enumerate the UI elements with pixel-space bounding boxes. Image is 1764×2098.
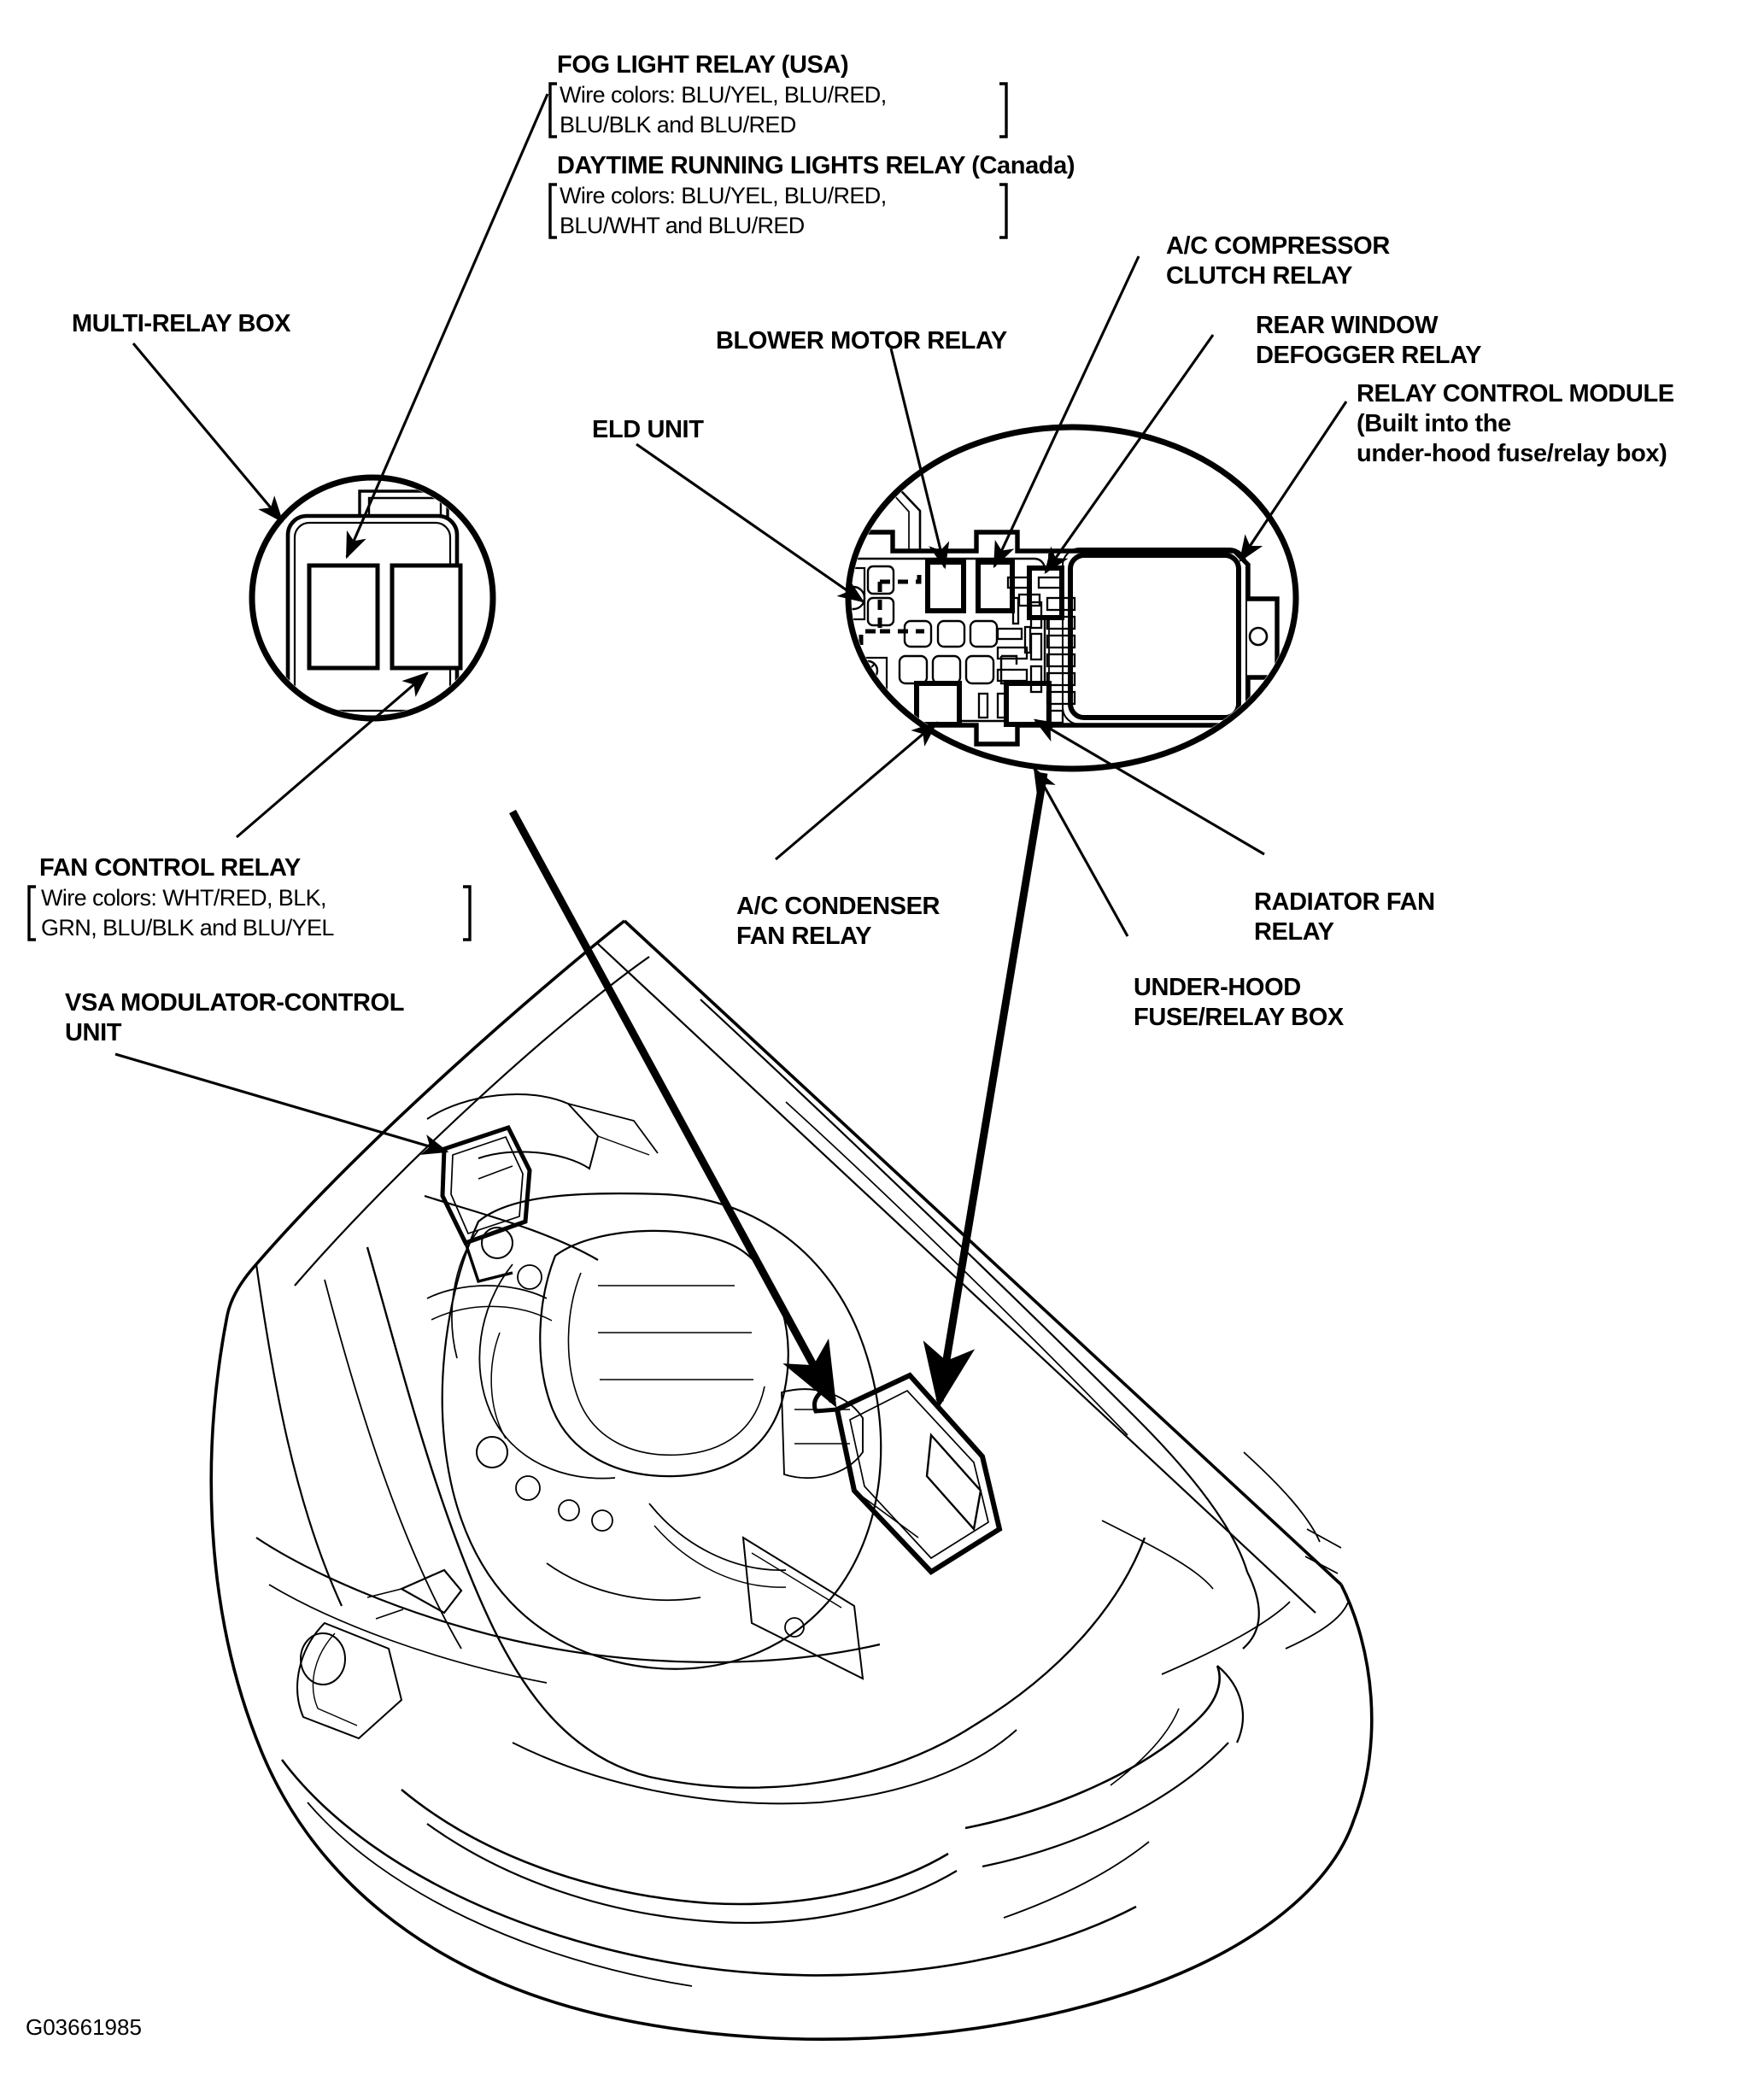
relay-control-module-shape	[1068, 553, 1241, 720]
multi-relay-box-drawing	[285, 489, 463, 715]
callout-drl-relay-note-1: Wire colors: BLU/YEL, BLU/RED,	[560, 183, 887, 208]
callout-fan-control-relay-title: FAN CONTROL RELAY	[39, 854, 301, 882]
engine-bay-illustration	[209, 919, 1374, 2041]
callout-relay-control-module-title: RELAY CONTROL MODULE	[1357, 380, 1674, 407]
callout-ac-condenser-fan-relay-title-2: FAN RELAY	[736, 923, 872, 950]
callout-rear-window-defogger-relay-title-1: REAR WINDOW	[1256, 312, 1439, 339]
callout-ac-compressor-clutch-relay-title-2: CLUTCH RELAY	[1166, 262, 1353, 290]
leader-lines	[114, 93, 1348, 1155]
fan-control-relay-bracket	[27, 885, 472, 941]
callout-fog-light-relay-note-2: BLU/BLK and BLU/RED	[560, 112, 796, 138]
figure-code: G03661985	[26, 2014, 142, 2040]
callout-blower-motor-relay-title: BLOWER MOTOR RELAY	[716, 327, 1007, 355]
callout-ac-compressor-clutch-relay-title-1: A/C COMPRESSOR	[1166, 232, 1390, 260]
callout-under-hood-fuse-relay-box-title-1: UNDER-HOOD	[1134, 974, 1301, 1001]
callout-relay-control-module-note-2: under-hood fuse/relay box)	[1357, 440, 1667, 467]
callout-vsa-unit-title-2: UNIT	[65, 1019, 122, 1046]
fog-light-relay-bracket	[548, 82, 1008, 138]
drl-relay-bracket	[548, 183, 1008, 239]
blower-motor-relay-shape	[925, 560, 966, 613]
radiator-fan-relay-shape	[1004, 681, 1052, 727]
callout-fan-control-relay-note-1: Wire colors: WHT/RED, BLK,	[41, 885, 327, 911]
callout-radiator-fan-relay-title-1: RADIATOR FAN	[1254, 888, 1435, 916]
callout-fan-control-relay-note-2: GRN, BLU/BLK and BLU/YEL	[41, 915, 334, 941]
under-hood-fuse-relay-box-in-situ	[812, 1372, 1003, 1575]
callout-under-hood-fuse-relay-box-title-2: FUSE/RELAY BOX	[1134, 1004, 1344, 1031]
callout-ac-condenser-fan-relay-title-1: A/C CONDENSER	[736, 893, 941, 920]
fuse-strip-column	[977, 627, 1029, 719]
ac-condenser-fan-relay-shape	[914, 681, 962, 727]
callout-fog-light-relay-note-1: Wire colors: BLU/YEL, BLU/RED,	[560, 82, 887, 108]
callout-fog-light-relay-title: FOG LIGHT RELAY (USA)	[557, 51, 849, 79]
callout-multi-relay-box-title: MULTI-RELAY BOX	[72, 310, 291, 337]
vsa-modulator-control-unit-in-situ	[440, 1124, 532, 1284]
callout-relay-control-module-note-1: (Built into the	[1357, 410, 1511, 437]
fuse-bank-right	[1006, 576, 1076, 724]
callout-drl-relay-note-2: BLU/WHT and BLU/RED	[560, 213, 805, 238]
callout-radiator-fan-relay-title-2: RELAY	[1254, 918, 1334, 946]
fuse-slot-grid	[898, 619, 1022, 685]
multi-relay-box-detail-circle	[249, 474, 496, 722]
callout-eld-unit-title: ELD UNIT	[592, 416, 704, 443]
callout-rear-window-defogger-relay-title-2: DEFOGGER RELAY	[1256, 342, 1482, 369]
detail-pointer-arrows	[509, 772, 1048, 1409]
callout-vsa-unit-title-1: VSA MODULATOR-CONTROL	[65, 989, 405, 1017]
callout-drl-relay-title: DAYTIME RUNNING LIGHTS RELAY (Canada)	[557, 152, 1075, 179]
